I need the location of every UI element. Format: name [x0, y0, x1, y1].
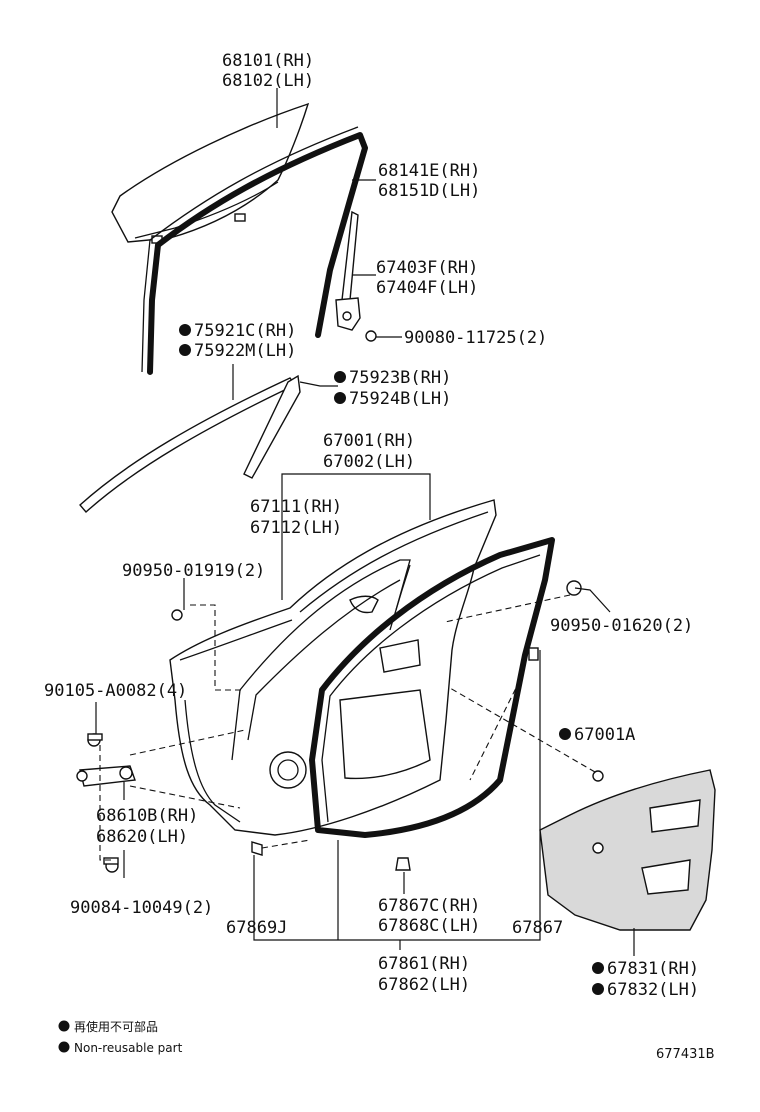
- label-67403f: 67403F(RH): [376, 258, 478, 278]
- non-reusable-marker-icon: [179, 344, 191, 356]
- label-68151d: 68151D(LH): [378, 181, 480, 201]
- label-90084: 90084-10049(2): [70, 898, 213, 918]
- label-67861: 67861(RH): [378, 954, 470, 974]
- weatherstrip-drawing: [309, 537, 555, 838]
- dashed-leaders: [99, 594, 596, 861]
- label-90950-01919: 90950-01919(2): [122, 561, 265, 581]
- non-reusable-marker-icon: [592, 983, 604, 995]
- label-68610b: 68610B(RH): [96, 806, 198, 826]
- label-67869j: 67869J: [226, 918, 287, 938]
- non-reusable-marker-icon: [179, 324, 191, 336]
- label-75921c: 75921C(RH): [194, 321, 296, 341]
- label-67001: 67001(RH): [323, 431, 415, 451]
- label-68102: 68102(LH): [222, 71, 314, 91]
- label-67404f: 67404F(LH): [376, 278, 478, 298]
- label-67867c: 67867C(RH): [378, 896, 480, 916]
- label-67831: 67831(RH): [607, 959, 699, 979]
- legend: 再使用不可部品 Non-reusable part: [58, 1019, 183, 1055]
- label-90105: 90105-A0082(4): [44, 681, 187, 701]
- non-reusable-marker-icon: [334, 371, 346, 383]
- window-channel-drawing: [335, 210, 377, 342]
- door-frame-drawing: [231, 559, 411, 761]
- label-67112: 67112(LH): [250, 518, 342, 538]
- non-reusable-marker-icon: [559, 728, 571, 740]
- non-reusable-marker-icon: [334, 392, 346, 404]
- label-75923b: 75923B(RH): [349, 368, 451, 388]
- label-68141e: 68141E(RH): [378, 161, 480, 181]
- label-67867: 67867: [512, 918, 563, 938]
- label-67868c: 67868C(LH): [378, 916, 480, 936]
- door-panel-drawing: [169, 499, 497, 836]
- label-67001a: 67001A: [574, 725, 635, 745]
- glass-run-drawing: [141, 126, 368, 375]
- diagram-reference-code: 677431B: [656, 1047, 715, 1062]
- label-68101: 68101(RH): [222, 51, 314, 71]
- label-90950-01620: 90950-01620(2): [550, 616, 693, 636]
- label-67832: 67832(LH): [607, 980, 699, 1000]
- frame-garnish-drawing: [243, 374, 301, 479]
- label-68620: 68620(LH): [96, 827, 188, 847]
- label-75922m: 75922M(LH): [194, 341, 296, 361]
- door-hinge-drawing: [76, 765, 136, 787]
- label-75924b: 75924B(LH): [349, 389, 451, 409]
- label-90080: 90080-11725(2): [404, 328, 547, 348]
- fasteners: [87, 580, 604, 873]
- label-67862: 67862(LH): [378, 975, 470, 995]
- legend-dot-icon: [58, 1020, 70, 1032]
- label-67002: 67002(LH): [323, 452, 415, 472]
- legend-dot-icon: [58, 1041, 70, 1053]
- legend-en: Non-reusable part: [74, 1041, 183, 1055]
- legend-jp: 再使用不可部品: [74, 1019, 158, 1034]
- door-trim-drawing: [539, 769, 716, 931]
- label-67111: 67111(RH): [250, 497, 342, 517]
- leader-lines: [95, 88, 635, 956]
- non-reusable-marker-icon: [592, 962, 604, 974]
